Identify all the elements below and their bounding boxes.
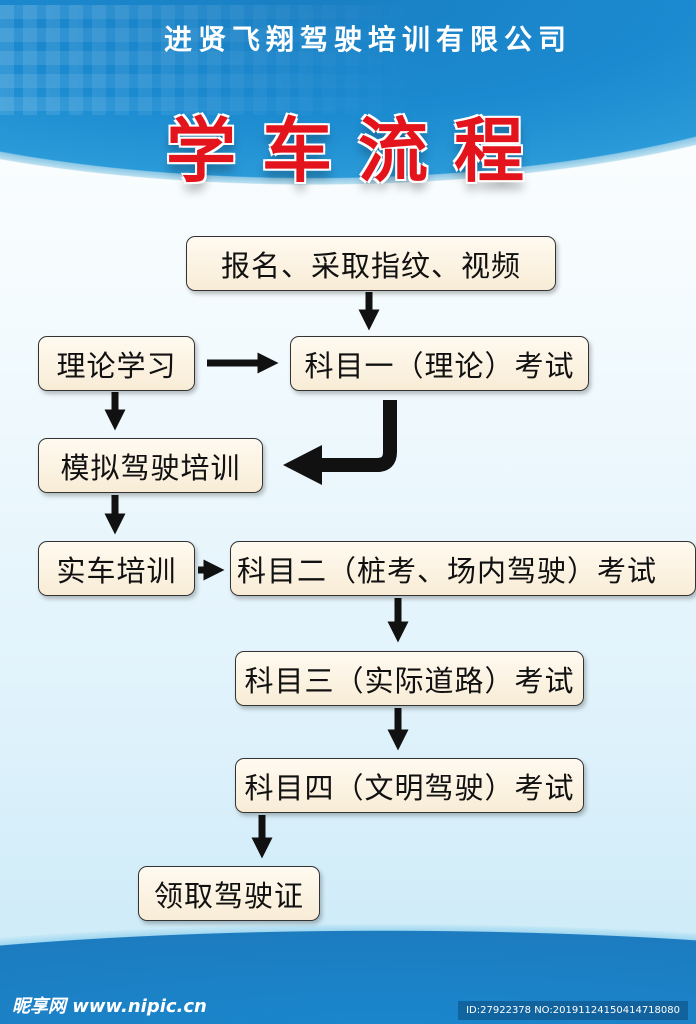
step-get-license: 领取驾驶证: [138, 866, 320, 921]
arrow-bent: [305, 400, 397, 472]
step-simulated-driving: 模拟驾驶培训: [38, 438, 263, 493]
decorative-grid: [0, 5, 420, 115]
step-subject-two: 科目二（桩考、场内驾驶）考试: [230, 541, 696, 596]
watermark-logo: 昵享网 www.nipic.cn: [12, 996, 207, 1017]
step-subject-three: 科目三（实际道路）考试: [235, 651, 584, 706]
page-title: 学车流程: [166, 110, 550, 192]
step-subject-one: 科目一（理论）考试: [290, 336, 589, 391]
header-banner: [0, 0, 696, 200]
step-registration: 报名、采取指纹、视频: [186, 236, 556, 291]
image-id: ID:27922378 NO:20191124150414718080: [458, 1001, 688, 1020]
step-theory-study: 理论学习: [38, 336, 195, 391]
step-real-car-training: 实车培训: [38, 541, 195, 596]
step-subject-four: 科目四（文明驾驶）考试: [235, 758, 584, 813]
company-name: 进贤飞翔驾驶培训有限公司: [163, 23, 572, 56]
footer-banner: 昵享网 www.nipic.cn ID:27922378 NO:20191124…: [0, 904, 696, 1024]
arrow-bent-head: [283, 445, 322, 485]
